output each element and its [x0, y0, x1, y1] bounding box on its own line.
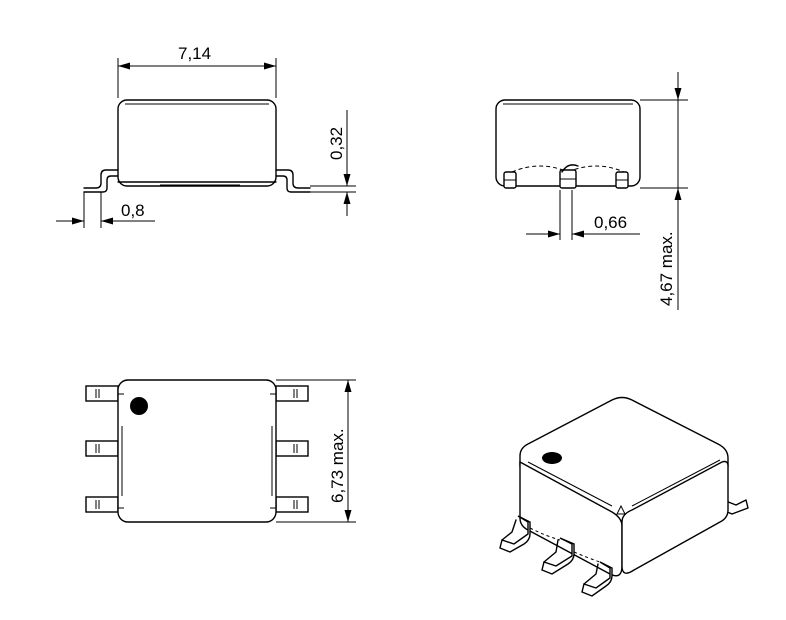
iso-pin1-marker-icon: [542, 452, 562, 464]
pin1-marker-icon: [130, 397, 148, 415]
lead-width-dimension-label: 0,66: [594, 213, 627, 232]
lead-length-dimension-label: 0,8: [121, 201, 145, 220]
iso-leads: [499, 515, 613, 597]
lead-height-dimension-label: 0,32: [327, 127, 346, 160]
length-dimension-label: 7,14: [178, 44, 211, 63]
right-leads: [275, 385, 309, 513]
width-dimension-label: 6,73 max.: [328, 428, 347, 503]
side-view: 4,67 max. 0,66: [495, 72, 688, 310]
isometric-view: [499, 396, 749, 597]
left-leads: [85, 385, 119, 513]
top-view: 6,73 max.: [85, 379, 356, 523]
front-view: 7,14 0,32 0,8: [56, 44, 356, 228]
height-dimension-label: 4,67 max.: [657, 231, 676, 306]
